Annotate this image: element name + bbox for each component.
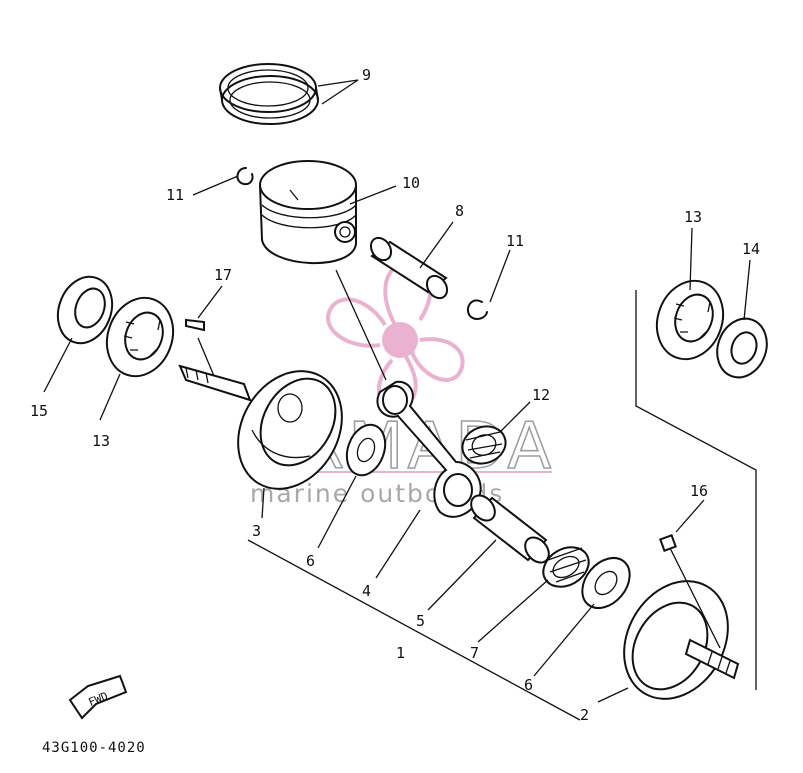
callout-11-left: 11 bbox=[166, 186, 184, 204]
callout-6-left: 6 bbox=[306, 552, 315, 570]
callout-17: 17 bbox=[214, 266, 232, 284]
needle-bearing-small bbox=[461, 425, 507, 465]
callout-8: 10 bbox=[402, 174, 420, 192]
woodruff-key bbox=[185, 318, 205, 332]
callout-9: 9 bbox=[362, 66, 371, 84]
leader-lines bbox=[43, 79, 751, 703]
fwd-arrow: FWD bbox=[68, 674, 128, 720]
callout-3: 3 bbox=[252, 522, 261, 540]
callout-12: 12 bbox=[532, 386, 550, 404]
connecting-rod bbox=[376, 380, 482, 518]
needle-bearing-big bbox=[542, 546, 590, 588]
callout-labels: 9 10 11 8 11 17 13 14 12 15 13 16 3 6 4 … bbox=[30, 66, 760, 724]
piston bbox=[259, 160, 357, 264]
callout-1: 1 bbox=[396, 644, 405, 662]
circlip-right bbox=[466, 299, 488, 320]
callout-14: 14 bbox=[742, 240, 760, 258]
callout-4: 4 bbox=[362, 582, 371, 600]
thrust-washer-left bbox=[345, 423, 387, 477]
callout-5: 5 bbox=[416, 612, 425, 630]
thrust-washer-right bbox=[581, 556, 631, 610]
callout-16: 16 bbox=[690, 482, 708, 500]
oil-seal-left bbox=[56, 275, 114, 345]
crank-half-left bbox=[178, 364, 343, 490]
square-key bbox=[659, 534, 677, 552]
part-code: 43G100-4020 bbox=[42, 740, 146, 756]
piston-pin bbox=[369, 236, 449, 300]
main-bearing-left bbox=[105, 296, 175, 378]
callout-13-right: 13 bbox=[684, 208, 702, 226]
callout-2: 2 bbox=[580, 706, 589, 724]
callout-7: 7 bbox=[470, 644, 479, 662]
callout-15: 15 bbox=[30, 402, 48, 420]
crank-pin bbox=[470, 494, 550, 564]
circlip-left bbox=[236, 167, 254, 186]
callout-13-left: 13 bbox=[92, 432, 110, 450]
oil-seal-right bbox=[716, 317, 768, 379]
piston-rings bbox=[219, 63, 319, 125]
callout-10: 8 bbox=[455, 202, 464, 220]
assembly-guide-lines bbox=[197, 269, 757, 721]
callout-11-right: 11 bbox=[506, 232, 524, 250]
main-bearing-right bbox=[655, 279, 725, 361]
callout-6-right: 6 bbox=[524, 676, 533, 694]
